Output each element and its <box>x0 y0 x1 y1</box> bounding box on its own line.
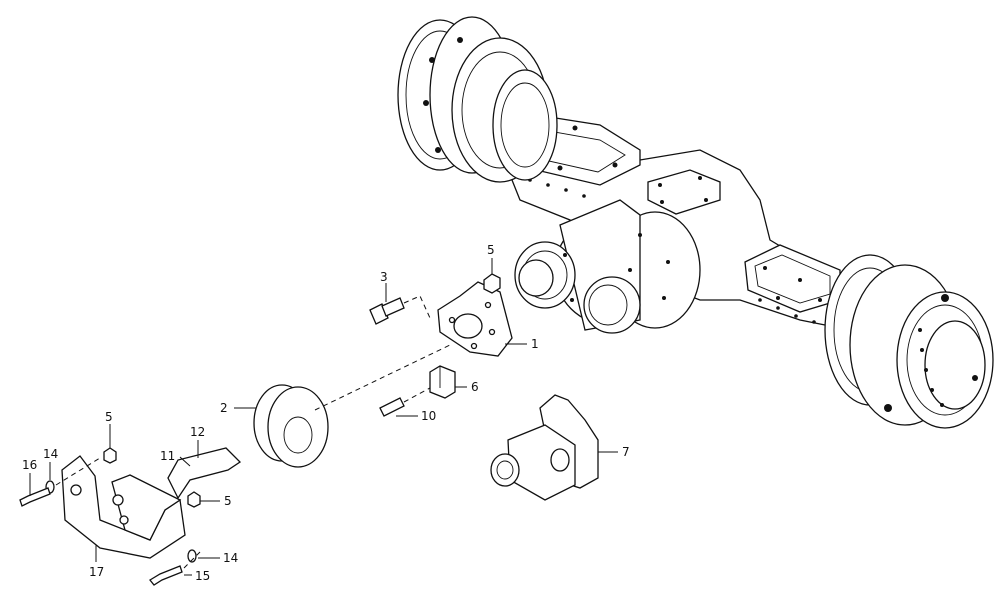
part-1-mounting-plate <box>437 281 527 357</box>
callout-5-right: 5 <box>224 494 232 508</box>
axle-assembly <box>397 16 994 429</box>
part-5-nut-top <box>483 258 501 294</box>
callout-16: 16 <box>22 458 37 472</box>
part-6-block <box>429 365 467 399</box>
callout-5-left: 5 <box>105 410 113 424</box>
differential-housing <box>514 199 701 334</box>
part-17-bracket <box>19 424 220 586</box>
callout-10: 10 <box>421 409 436 423</box>
callout-labels: 1 2 3 5 5 5 6 7 10 11 12 14 14 15 16 17 <box>22 243 630 583</box>
callout-12: 12 <box>190 425 205 439</box>
housing-bolt-row <box>528 178 816 324</box>
callout-7: 7 <box>622 445 630 459</box>
callout-2: 2 <box>220 401 228 415</box>
callout-15: 15 <box>195 569 210 583</box>
part-3-bolt <box>369 283 431 325</box>
callout-14-left: 14 <box>43 447 58 461</box>
callout-6: 6 <box>471 380 479 394</box>
part-10-pin <box>379 387 431 417</box>
callout-1: 1 <box>531 337 539 351</box>
right-wheel-hub <box>824 254 994 429</box>
part-11-12-bracket <box>167 440 242 500</box>
callout-5-top: 5 <box>487 243 495 257</box>
callout-17: 17 <box>89 565 104 579</box>
part-7-actuator <box>490 394 618 501</box>
left-wheel-hub <box>397 16 558 183</box>
callout-11: 11 <box>160 449 175 463</box>
callout-3: 3 <box>380 270 388 284</box>
part-2-ring <box>234 344 451 468</box>
callout-14-right: 14 <box>223 551 238 565</box>
